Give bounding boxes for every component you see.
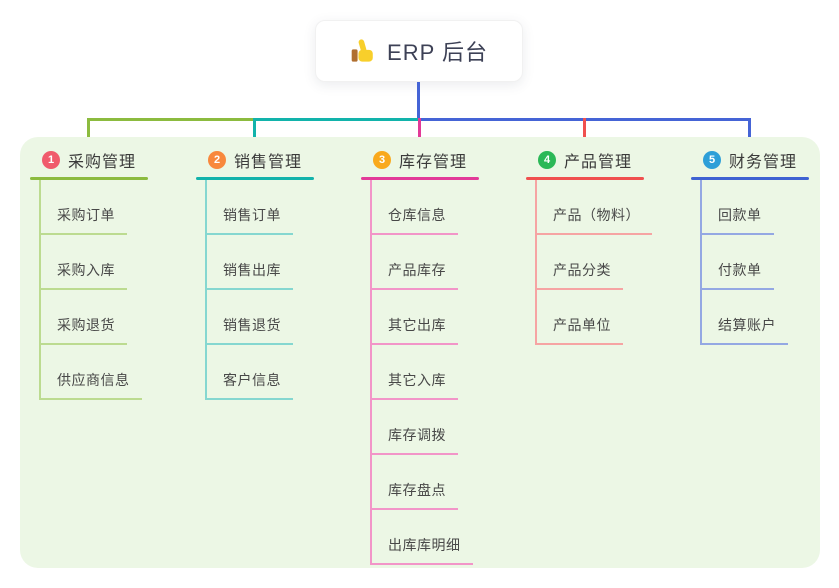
branch-label: 产品管理 [564,154,633,171]
branch-underline [361,177,479,180]
branch-underline [196,177,314,180]
branch-label: 财务管理 [729,154,798,171]
branch-children: 产品（物料） 产品分类 产品单位 [535,180,652,345]
node-item[interactable]: 出库库明细 [372,510,473,565]
connector-root-stem [417,82,420,119]
branch-number-badge: 1 [42,151,60,169]
branch-number-badge: 2 [208,151,226,169]
branch-purchase: 1 采购管理 采购订单 采购入库 采购退货 供应商信息 [30,146,192,400]
connector-bus-teal [253,118,419,121]
connector-drop-purchase [87,118,90,150]
branch-inventory: 3 库存管理 仓库信息 产品库存 其它出库 其它入库 库存调拨 库存盘点 出库库… [361,146,523,565]
node-item[interactable]: 库存调拨 [372,400,458,455]
thumbs-up-icon [350,38,377,65]
branch-label: 库存管理 [399,154,468,171]
node-item[interactable]: 销售出库 [207,235,293,290]
node-item[interactable]: 产品分类 [537,235,623,290]
node-item[interactable]: 产品单位 [537,290,623,345]
branch-children: 仓库信息 产品库存 其它出库 其它入库 库存调拨 库存盘点 出库库明细 [370,180,473,565]
branch-title-finance[interactable]: 5 财务管理 [691,146,839,174]
node-item[interactable]: 销售订单 [207,180,293,235]
connector-drop-inventory [418,118,421,150]
branch-children: 销售订单 销售出库 销售退货 客户信息 [205,180,293,400]
branch-number-badge: 3 [373,151,391,169]
root-title: ERP 后台 [387,40,488,65]
branch-underline [526,177,644,180]
branch-finance: 5 财务管理 回款单 付款单 结算账户 [691,146,839,345]
branch-number-badge: 4 [538,151,556,169]
branch-children: 回款单 付款单 结算账户 [700,180,788,345]
root-node[interactable]: ERP 后台 [315,20,523,82]
branch-product: 4 产品管理 产品（物料） 产品分类 产品单位 [526,146,688,345]
branch-sales: 2 销售管理 销售订单 销售出库 销售退货 客户信息 [196,146,358,400]
node-item[interactable]: 产品库存 [372,235,458,290]
node-item[interactable]: 其它入库 [372,345,458,400]
connector-drop-sales [253,118,256,150]
node-item[interactable]: 结算账户 [702,290,788,345]
node-item[interactable]: 仓库信息 [372,180,458,235]
branch-title-product[interactable]: 4 产品管理 [526,146,688,174]
node-item[interactable]: 其它出库 [372,290,458,345]
node-item[interactable]: 付款单 [702,235,774,290]
branch-label: 采购管理 [68,154,137,171]
connector-drop-product [583,118,586,150]
node-item[interactable]: 采购订单 [41,180,127,235]
branch-underline [691,177,809,180]
branch-title-purchase[interactable]: 1 采购管理 [30,146,192,174]
node-item[interactable]: 销售退货 [207,290,293,345]
node-item[interactable]: 产品（物料） [537,180,652,235]
branch-title-sales[interactable]: 2 销售管理 [196,146,358,174]
branch-children: 采购订单 采购入库 采购退货 供应商信息 [39,180,142,400]
branch-underline [30,177,148,180]
node-item[interactable]: 采购入库 [41,235,127,290]
node-item[interactable]: 客户信息 [207,345,293,400]
node-item[interactable]: 库存盘点 [372,455,458,510]
connector-bus-green [87,118,255,121]
branches-panel [20,137,820,568]
connector-drop-finance [748,118,751,150]
node-item[interactable]: 采购退货 [41,290,127,345]
branch-label: 销售管理 [234,154,303,171]
node-item[interactable]: 供应商信息 [41,345,142,400]
branch-number-badge: 5 [703,151,721,169]
branch-title-inventory[interactable]: 3 库存管理 [361,146,523,174]
node-item[interactable]: 回款单 [702,180,774,235]
